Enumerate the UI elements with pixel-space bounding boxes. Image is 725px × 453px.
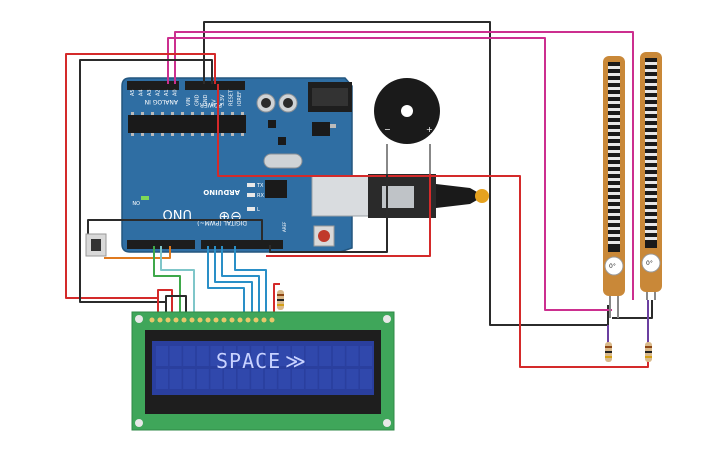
analog-pin-label: A2: [156, 89, 162, 96]
aref-label: AREF: [282, 221, 287, 232]
wires: [65, 21, 653, 368]
wire-magenta-2[interactable]: [174, 31, 634, 300]
power-pin-label: GND: [195, 94, 201, 106]
atmega-chip: [128, 115, 246, 133]
wire-red-right[interactable]: [217, 84, 649, 368]
analog-pin-label: A1: [164, 89, 170, 96]
lcd-pin[interactable]: [173, 317, 179, 323]
analog-pin-label: A5: [130, 89, 136, 96]
power-pin-label: RESET: [229, 89, 235, 106]
model-label: UNO: [163, 206, 192, 221]
resistor-icon: [605, 342, 612, 362]
wire-blue-2[interactable]: [214, 246, 253, 318]
lcd-pin[interactable]: [157, 317, 163, 323]
resistor-icon: [277, 290, 284, 310]
lcd-pin[interactable]: [149, 317, 155, 323]
lcd-pin[interactable]: [221, 317, 227, 323]
analog-header[interactable]: [127, 81, 179, 90]
buzzer-plus-label: +: [426, 125, 433, 134]
lcd-pin[interactable]: [237, 317, 243, 323]
l-label: L: [257, 207, 260, 213]
analog-in-label: ANALOG IN: [145, 98, 178, 105]
power-pin-label: 3.3V: [220, 94, 226, 106]
analog-pin-label: A3: [147, 89, 153, 96]
wire-blue-3[interactable]: [221, 246, 260, 318]
power-pin-label: 5V: [212, 99, 218, 106]
wire-blue-4[interactable]: [234, 246, 267, 318]
lcd-pin[interactable]: [189, 317, 195, 323]
crystal-icon: [263, 153, 303, 169]
arduino-logo-icon: ⊖⊕: [219, 208, 242, 224]
power-pin-label: GND: [203, 94, 209, 106]
buzzer-minus-label: −: [384, 125, 391, 134]
on-led-icon: [141, 196, 149, 200]
flex-sensor-2[interactable]: 0°: [640, 52, 662, 300]
rx-label: RX: [257, 193, 264, 199]
wire-teal[interactable]: [160, 246, 195, 318]
wire-buzzer-plus[interactable]: [266, 174, 431, 257]
wire-black-sensor[interactable]: [612, 300, 653, 319]
wire-button-orange[interactable]: [104, 246, 171, 259]
lcd-pin[interactable]: [205, 317, 211, 323]
lcd-glyph: ≫: [285, 349, 307, 373]
lcd-pin[interactable]: [261, 317, 267, 323]
lcd-pin[interactable]: [253, 317, 259, 323]
analog-pin-label: A0: [173, 89, 179, 96]
digital-header-low[interactable]: [127, 240, 195, 249]
lcd-text: SPACE: [216, 349, 281, 373]
wire-green[interactable]: [153, 246, 181, 318]
lcd-pin[interactable]: [181, 317, 187, 323]
wire-buzzer-gnd[interactable]: [269, 174, 388, 253]
lcd-pin[interactable]: [165, 317, 171, 323]
on-label: ON: [132, 199, 140, 205]
lcd-pin[interactable]: [245, 317, 251, 323]
analog-pin-label: A4: [139, 89, 145, 96]
wire-blue-1[interactable]: [207, 246, 245, 318]
lcd-pin[interactable]: [269, 317, 275, 323]
buzzer-icon[interactable]: − +: [374, 78, 440, 174]
power-header[interactable]: [185, 81, 245, 90]
lcd-module[interactable]: SPACE ≫: [131, 311, 395, 431]
lcd-pin[interactable]: [197, 317, 203, 323]
pushbutton-icon[interactable]: [85, 233, 107, 257]
power-label: POWER: [200, 101, 222, 108]
lcd-pin[interactable]: [213, 317, 219, 323]
power-pin-label: VIN: [186, 97, 192, 106]
lcd-pin[interactable]: [229, 317, 235, 323]
arduino-board[interactable]: ANALOG IN POWER DIGITAL (PWM~) ARDUINO U…: [121, 77, 353, 253]
power-pin-label: IOREF: [237, 91, 243, 106]
brand-label: ARDUINO: [203, 188, 240, 196]
tx-label: TX: [256, 183, 264, 189]
digital-label: DIGITAL (PWM~): [197, 219, 247, 226]
usb-connector-icon[interactable]: [311, 174, 489, 218]
digital-header-high[interactable]: [201, 240, 283, 249]
flex-sensor-2-reading: 0°: [646, 260, 653, 267]
flex-sensor-1-reading: 0°: [609, 263, 616, 270]
wire-button-top[interactable]: [87, 219, 263, 244]
flex-sensor-1[interactable]: 0°: [603, 56, 625, 318]
resistor-icon: [645, 342, 652, 362]
